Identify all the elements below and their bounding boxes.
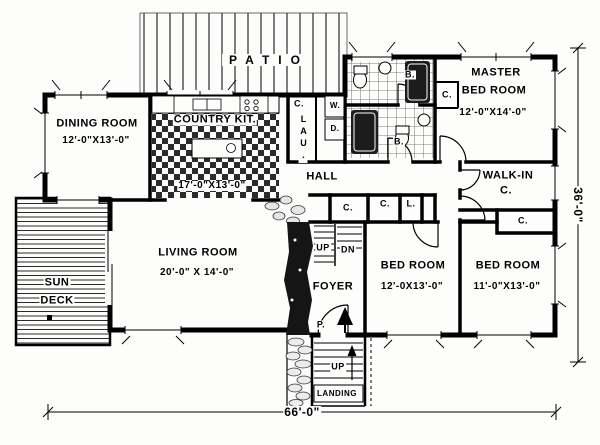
- bedroom3-dims: 11'-0"X13'-0": [472, 281, 542, 292]
- walkin-closet-label-2: C.: [499, 184, 513, 197]
- bedroom2-label: BED ROOM: [379, 259, 447, 272]
- sundeck-label-1: SUN: [43, 276, 71, 289]
- country-kitchen-label: COUNTRY KIT.: [172, 113, 258, 126]
- fixtures: [151, 61, 431, 159]
- lower-sink: [417, 113, 431, 127]
- master-closet-label: C.: [441, 89, 453, 100]
- stairs-up-label: UP: [330, 361, 346, 372]
- symbols: [47, 307, 353, 333]
- closet-c1-label: C.: [342, 202, 354, 213]
- fridge: [151, 95, 175, 114]
- patio-floor: [139, 12, 348, 94]
- dining-room-label: DINING ROOM: [55, 117, 139, 130]
- interior-walls: [108, 55, 557, 337]
- bath-upper-label: B.: [404, 69, 416, 80]
- master-bedroom-label-2: BED ROOM: [460, 84, 528, 97]
- planter-label: P.: [315, 319, 327, 330]
- lower-bath-tub: [351, 110, 378, 154]
- stone-chimney: [264, 195, 313, 407]
- overall-width-dim: 66'-0": [283, 405, 321, 419]
- bath-lower-label: B.: [393, 136, 405, 147]
- sundeck-label-2: DECK: [39, 294, 75, 307]
- bedroom3-closet-label: C.: [517, 215, 529, 226]
- walkin-closet-label-1: WALK-IN: [481, 169, 535, 182]
- deck-dot: [47, 315, 52, 320]
- landing-label: LANDING: [316, 389, 358, 398]
- washer-label: W.: [328, 101, 342, 110]
- overall-height-dim: 36'-0": [571, 186, 585, 224]
- closet-linen-label: L.: [405, 198, 417, 209]
- window-tick-marks: [33, 41, 567, 349]
- living-room-dims: 20'-0" X 14'-0": [159, 267, 235, 278]
- bedroom3-label: BED ROOM: [474, 259, 542, 272]
- patio-label: PATIO: [222, 54, 310, 66]
- foyer-triangle-marker: [337, 307, 353, 325]
- foyer-label: FOYER: [311, 280, 355, 293]
- master-bedroom-label-1: MASTER: [470, 66, 522, 79]
- laundry-label: LAU.: [298, 113, 309, 163]
- dryer-label: D.: [329, 124, 341, 133]
- upper-sink: [378, 61, 392, 75]
- master-bedroom-dims: 12'-0"X14'-0": [458, 107, 528, 118]
- windows: [40, 52, 560, 340]
- living-room-label: LIVING ROOM: [157, 246, 239, 259]
- fireplace-mass: [284, 222, 313, 335]
- sundeck-floor: [14, 196, 112, 347]
- bedroom2-dims: 12'-0X13'-0": [379, 281, 445, 292]
- foyer-up-label: UP: [315, 242, 331, 253]
- closet-c2-label: C.: [379, 198, 391, 209]
- stove: [239, 95, 269, 114]
- hall-label: HALL: [305, 170, 339, 183]
- laundry-closet-label: C.: [293, 98, 305, 109]
- kitchen-island: [191, 138, 243, 159]
- foyer-dn-label: DN: [340, 244, 356, 255]
- upper-bath-tub: [405, 61, 430, 103]
- dining-room-dims: 12'-0"X13'-0": [61, 135, 131, 146]
- country-kitchen-dims: 17'-0"X13'-0": [177, 180, 247, 191]
- dimension-lines: [42, 42, 586, 420]
